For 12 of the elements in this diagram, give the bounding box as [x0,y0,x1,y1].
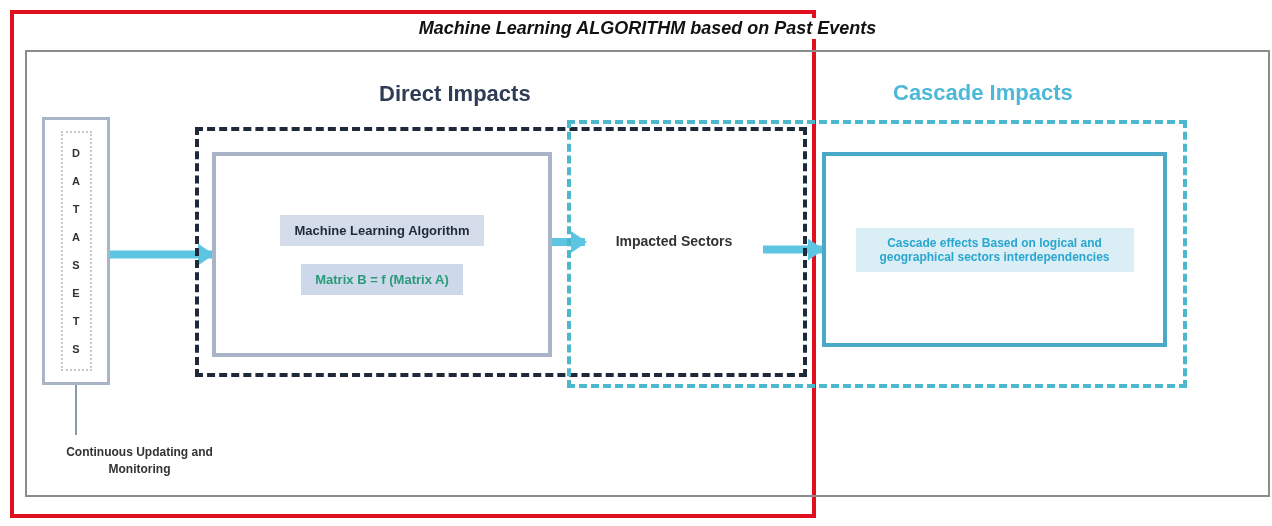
process-title: Machine Learning Algorithm [280,214,484,246]
leader-line [75,384,77,436]
region-heading: Direct Impacts [379,81,531,107]
formula-label: Matrix B = f (Matrix A) [301,263,463,295]
vertical-label: DATASETS [60,131,92,371]
note-label: Continuous Updating and Monitoring [37,435,242,487]
sector-label: Impacted Sectors [585,225,763,259]
region-heading: Cascade Impacts [893,80,1073,106]
process-box [822,152,1167,347]
process-label: Cascade effects Based on logical and geographical sectors interdependencies [855,227,1134,272]
dataset-box [42,117,110,385]
process-box [212,152,552,357]
